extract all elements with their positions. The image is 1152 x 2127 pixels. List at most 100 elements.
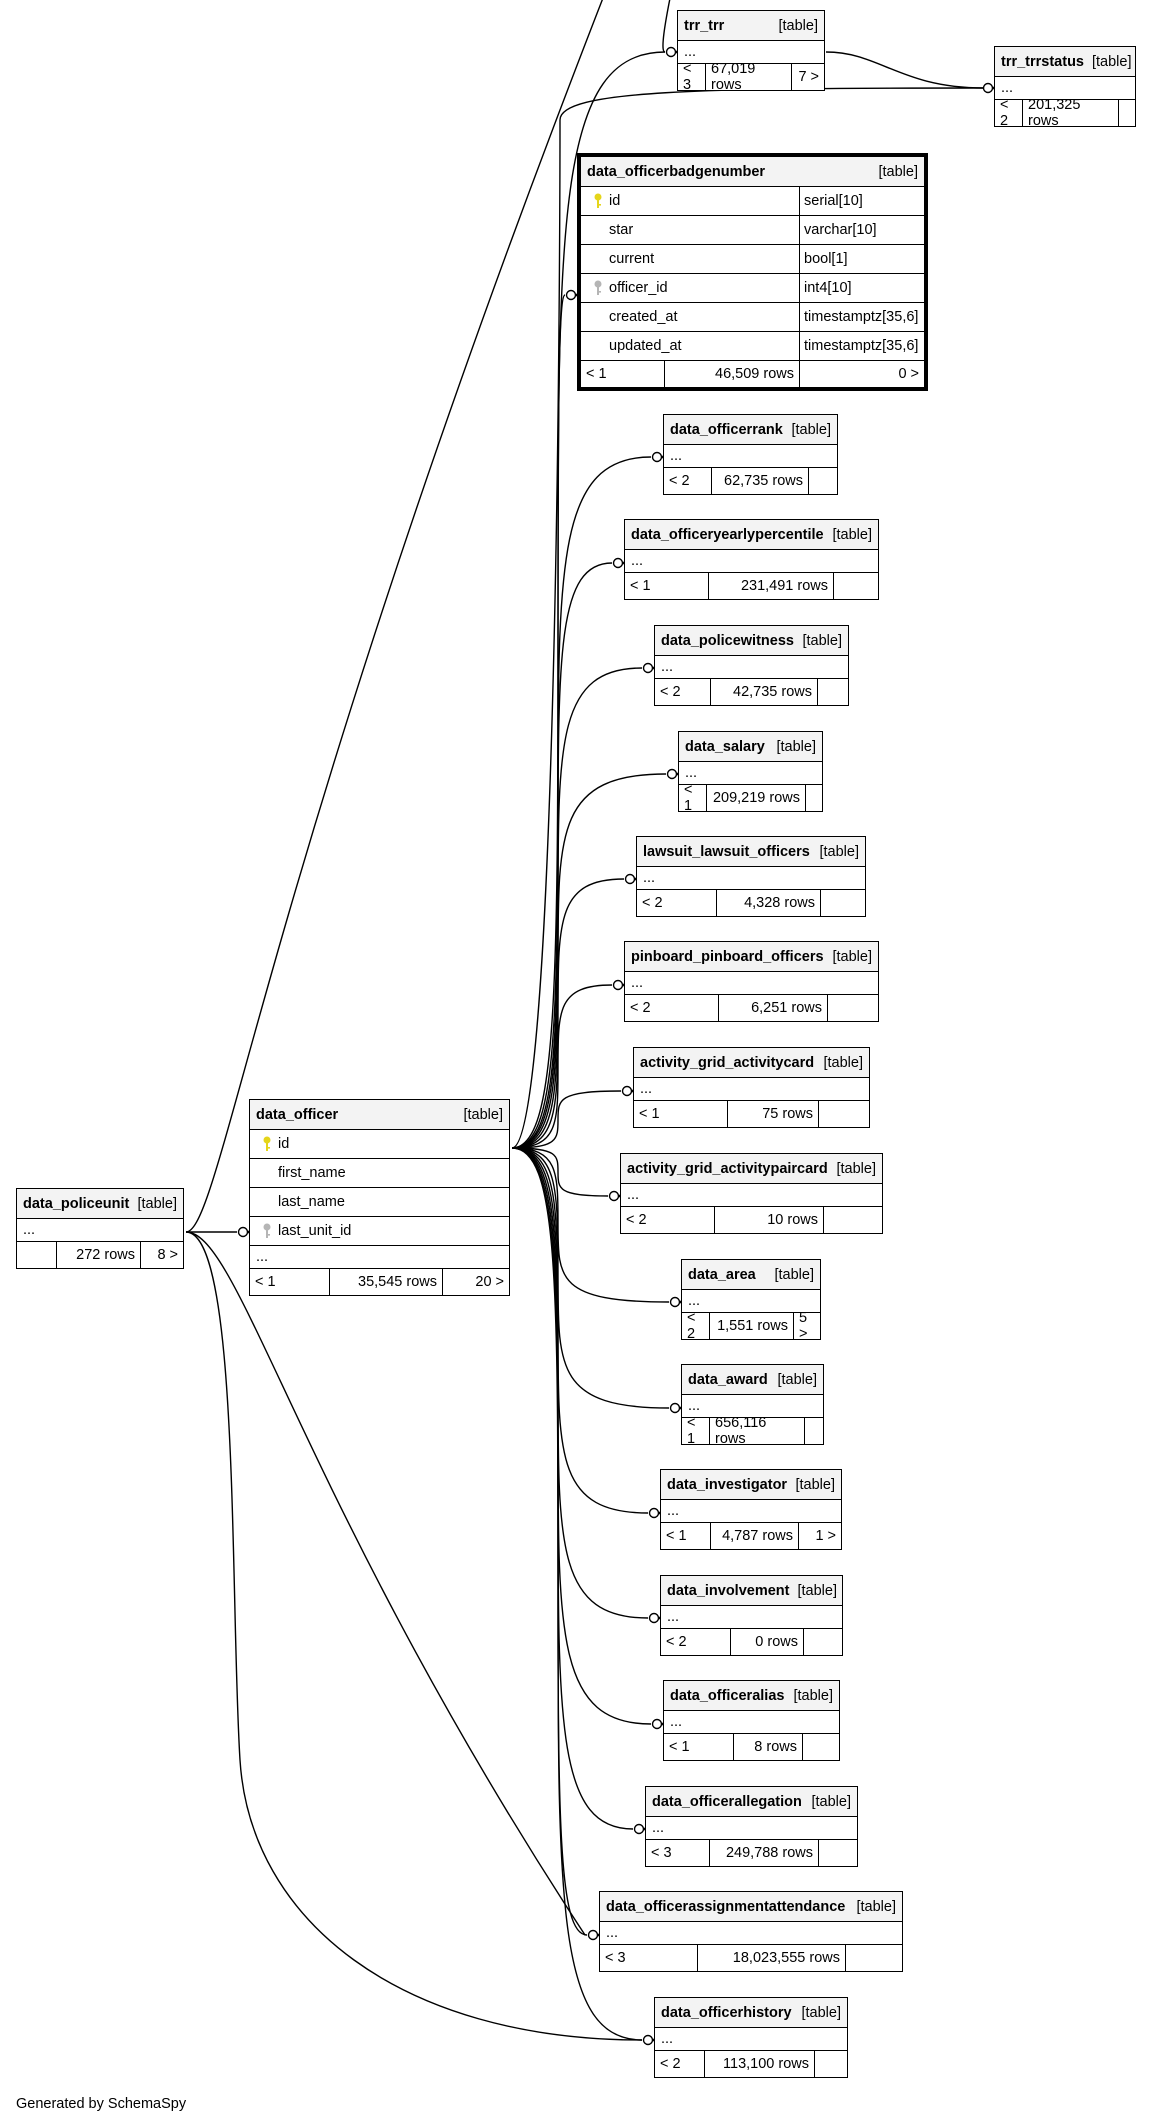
parents-count[interactable] (17, 1242, 57, 1268)
table-data-officeryearlypercentile[interactable]: data_officeryearlypercentile[table]...< … (624, 519, 879, 600)
parents-count[interactable]: < 2 (637, 890, 717, 916)
children-count[interactable]: 1 > (815, 1528, 836, 1544)
row-count: 249,788 rows (710, 1840, 819, 1866)
parents-count[interactable]: < 1 (625, 573, 709, 599)
children-count[interactable] (809, 468, 837, 494)
parents-count[interactable]: < 2 (655, 2051, 705, 2077)
parents-count[interactable]: < 2 (995, 97, 1023, 129)
column-row[interactable]: id (250, 1130, 509, 1159)
children-count[interactable] (805, 1418, 823, 1444)
children-count[interactable] (806, 785, 822, 811)
primary-key-icon (587, 193, 609, 209)
table-kind: [table] (836, 1160, 877, 1177)
children-count[interactable] (828, 995, 878, 1021)
table-header: data_involvement[table] (661, 1576, 842, 1606)
table-kind: [table] (823, 1054, 864, 1071)
table-kind: [table] (1092, 53, 1132, 70)
parents-count[interactable]: < 2 (661, 1629, 731, 1655)
parents-count[interactable]: < 1 (661, 1523, 711, 1549)
relationship-line (511, 1147, 609, 1197)
column-name: current (609, 251, 655, 267)
column-name-cell: last_name (250, 1188, 509, 1216)
parents-count[interactable]: < 1 (679, 782, 707, 814)
children-count[interactable] (846, 1945, 902, 1971)
more-columns: ... (682, 1395, 823, 1418)
parents-count[interactable]: < 2 (682, 1310, 710, 1342)
children-count[interactable] (803, 1734, 839, 1760)
row-count: 75 rows (728, 1101, 819, 1127)
zero-marker (648, 1612, 660, 1624)
column-name: last_unit_id (278, 1223, 352, 1239)
column-name-cell: id (581, 187, 800, 215)
more-columns: ... (250, 1245, 509, 1269)
children-count[interactable]: 0 > (898, 366, 919, 382)
children-count[interactable]: 5 > (799, 1310, 808, 1342)
column-row[interactable]: first_name (250, 1159, 509, 1188)
table-header: data_officer [table] (250, 1100, 509, 1130)
children-count[interactable] (834, 573, 878, 599)
column-row[interactable]: last_name (250, 1188, 509, 1217)
more-columns: ... (634, 1078, 869, 1101)
children-count[interactable]: 8 > (157, 1247, 178, 1263)
parents-count[interactable]: < 1 (250, 1269, 330, 1295)
parents-count[interactable]: < 1 (634, 1101, 728, 1127)
children-count[interactable]: 20 > (475, 1274, 504, 1290)
parents-count[interactable]: < 3 (678, 61, 706, 93)
children-count[interactable] (824, 1207, 882, 1233)
parents-count[interactable]: < 2 (655, 679, 711, 705)
children-count[interactable] (821, 890, 865, 916)
parents-count[interactable]: < 3 (646, 1840, 710, 1866)
children-count[interactable] (818, 679, 848, 705)
parents-count[interactable]: < 2 (625, 995, 719, 1021)
parents-count[interactable]: < 2 (621, 1207, 715, 1233)
parents-count[interactable]: < 3 (600, 1945, 698, 1971)
table-name: data_award (688, 1371, 768, 1388)
table-data-officerassignmentattendance[interactable]: data_officerassignmentattendance[table].… (599, 1891, 903, 1972)
table-kind: [table] (801, 2004, 842, 2021)
children-count[interactable] (1119, 100, 1135, 126)
parents-count[interactable]: < 1 (581, 361, 665, 387)
parents-count[interactable]: < 2 (664, 468, 712, 494)
column-row[interactable]: last_unit_id (250, 1217, 509, 1245)
table-activity-grid-activitypaircard[interactable]: activity_grid_activitypaircard[table]...… (620, 1153, 883, 1234)
children-count[interactable] (819, 1101, 869, 1127)
parents-count[interactable]: < 1 (682, 1415, 710, 1447)
row-count: 4,328 rows (717, 890, 821, 916)
table-kind: [table] (778, 17, 819, 34)
children-count[interactable]: 7 > (798, 69, 819, 85)
children-count[interactable] (819, 1840, 857, 1866)
parents-count[interactable]: < 1 (664, 1734, 734, 1760)
column-name: id (609, 193, 621, 209)
table-kind: [table] (811, 1793, 852, 1810)
children-count[interactable] (815, 2051, 847, 2077)
table-name: data_officerhistory (661, 2004, 792, 2021)
table-kind: [table] (856, 1898, 897, 1915)
children-count[interactable] (804, 1629, 842, 1655)
